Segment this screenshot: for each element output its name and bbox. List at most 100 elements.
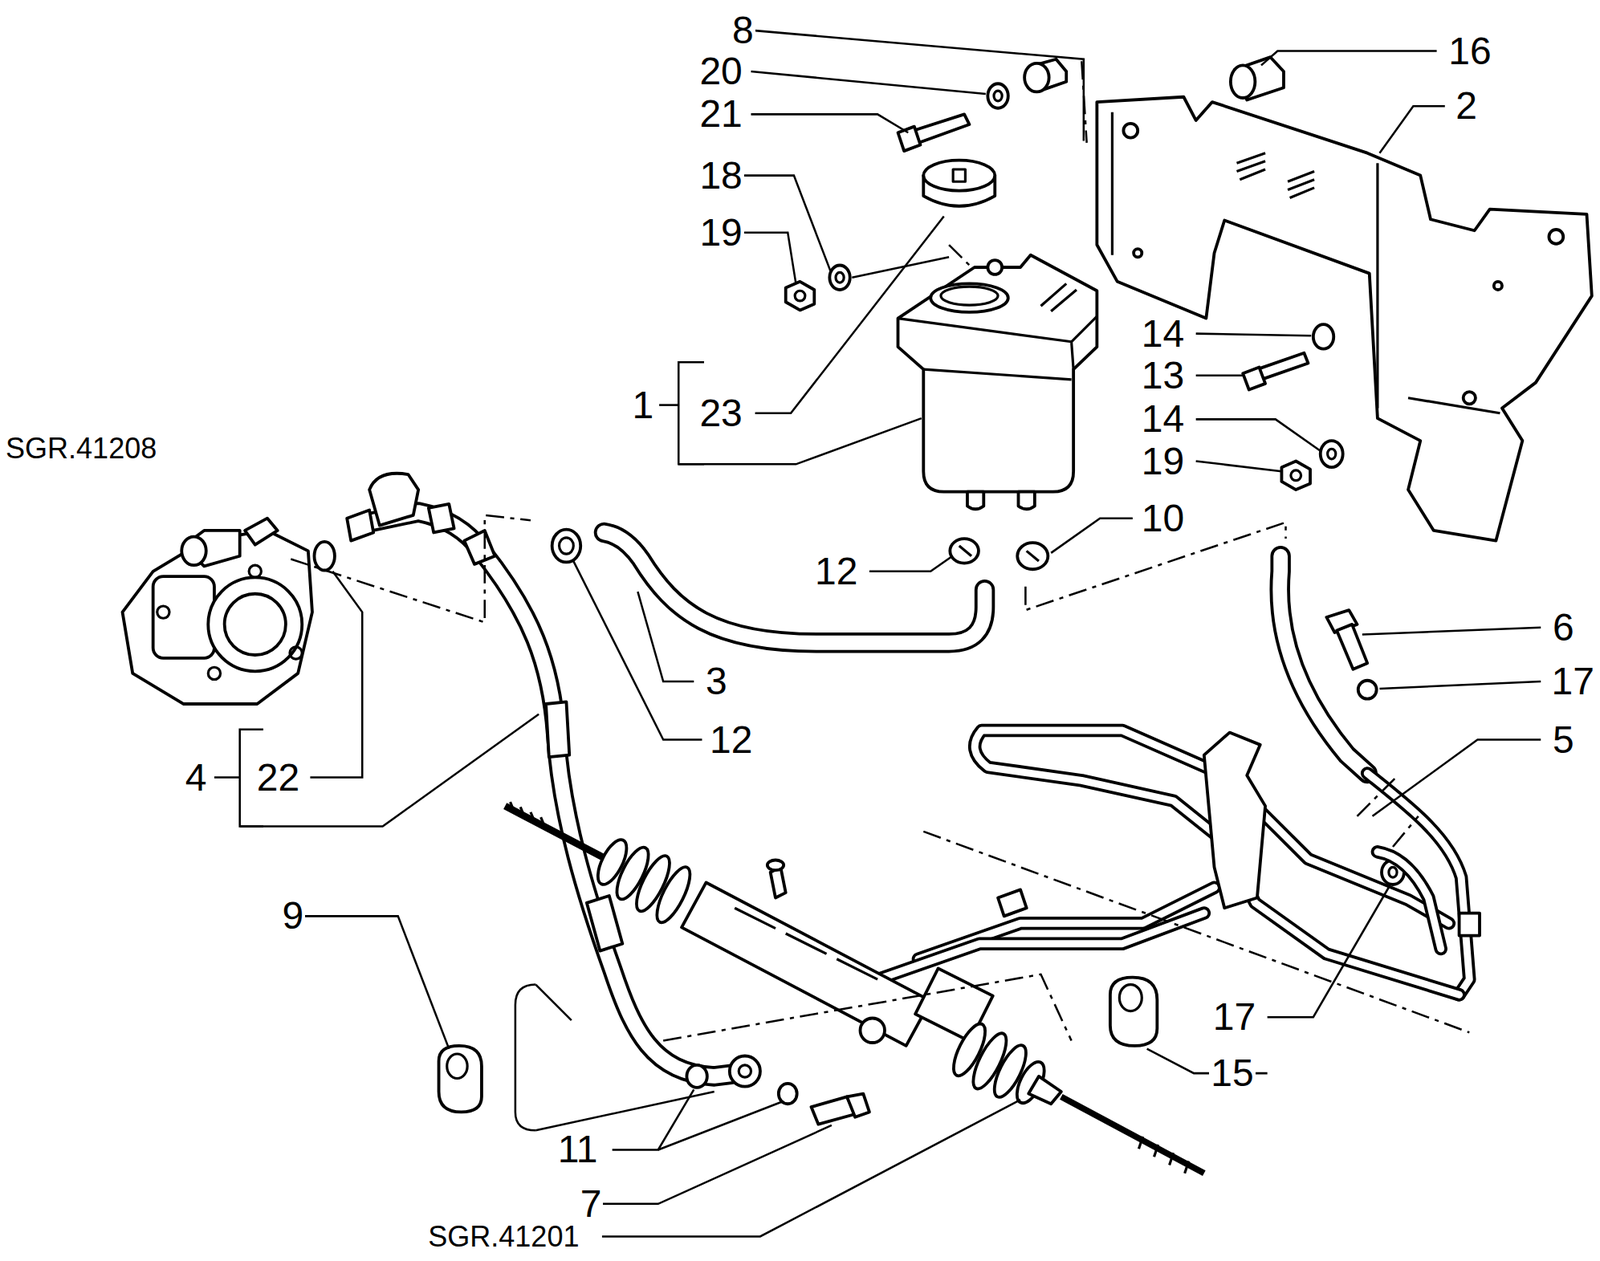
pressure-hose — [545, 701, 570, 758]
leader-line — [515, 985, 536, 1132]
fastener-hardware — [1242, 367, 1266, 391]
return-pipe-assembly — [1279, 556, 1368, 774]
mounting-bracket — [1096, 97, 1592, 542]
callout-number: 1 — [631, 386, 656, 425]
leader-line — [309, 571, 363, 778]
power-steering-pump — [207, 667, 220, 680]
mounting-bracket — [1237, 153, 1316, 199]
mounting-bracket — [1494, 281, 1503, 290]
callout-number: 6 — [1551, 608, 1576, 648]
pressure-hose — [729, 1056, 761, 1088]
fluid-reservoir — [940, 286, 998, 306]
callout-number: 16 — [1446, 32, 1493, 71]
fluid-reservoir — [898, 316, 1098, 380]
fluid-reservoir — [952, 169, 965, 182]
power-steering-pump — [313, 541, 334, 571]
callout-number: 2 — [1453, 86, 1479, 126]
leader-line — [1196, 419, 1321, 451]
fastener-hardware — [1388, 867, 1397, 878]
callout-number: 13 — [1139, 356, 1186, 395]
callout-number: 12 — [813, 552, 860, 591]
leader-line — [602, 1099, 1021, 1237]
callout-number: 4 — [183, 758, 209, 798]
fastener-hardware — [835, 272, 844, 283]
return-hose — [552, 529, 582, 563]
mounting-bracket — [1111, 112, 1500, 414]
assembly-line — [290, 61, 1470, 1041]
steering-rack — [767, 859, 784, 871]
fluid-reservoir — [987, 260, 1002, 275]
fastener-hardware — [794, 290, 806, 302]
leader-line — [598, 1125, 832, 1205]
return-pipe-assembly — [1459, 913, 1480, 937]
leader-line — [750, 71, 986, 94]
leader-line — [214, 30, 1541, 1237]
callout-number: 22 — [255, 758, 302, 798]
mounting-bracket — [1123, 123, 1138, 139]
steering-rack — [1028, 1076, 1062, 1104]
fastener-hardware — [829, 264, 850, 290]
fluid-reservoir — [898, 160, 1098, 510]
mounting-bracket — [1133, 248, 1142, 257]
fluid-reservoir — [930, 283, 1009, 313]
fastener-hardware — [1257, 353, 1309, 380]
fastener-hardware — [1290, 470, 1302, 481]
leader-line — [1379, 681, 1541, 689]
callout-number: 19 — [1139, 442, 1186, 481]
seal-ring — [1119, 985, 1142, 1012]
leader-line — [637, 591, 694, 682]
power-steering-pump — [248, 565, 261, 578]
fastener-hardware — [898, 126, 921, 152]
leader-line — [1196, 333, 1312, 337]
return-pipe-assembly — [974, 730, 1459, 995]
leader-line — [750, 113, 908, 133]
power-steering-pump — [157, 606, 170, 619]
fastener-hardware — [1320, 440, 1344, 468]
reference-code: SGR.41201 — [426, 1222, 581, 1252]
return-hose — [959, 545, 1039, 562]
assembly-line — [1356, 775, 1418, 847]
pressure-hose — [846, 1094, 870, 1118]
callout-number: 21 — [697, 94, 744, 134]
fastener-hardware — [987, 83, 1008, 109]
leader-line — [869, 557, 952, 572]
pressure-hose — [464, 530, 495, 565]
return-hose — [603, 532, 985, 643]
return-pipe-assembly — [1377, 851, 1442, 949]
fastener-hardware — [1313, 324, 1334, 350]
fluid-reservoir — [923, 160, 995, 192]
return-pipe-assembly — [877, 556, 1480, 996]
leader-line — [738, 175, 831, 272]
power-steering-pump — [244, 518, 278, 546]
fluid-reservoir — [898, 255, 1098, 493]
assembly-line — [290, 515, 531, 623]
steering-rack — [770, 867, 786, 898]
steering-rack — [504, 806, 612, 863]
leader-line — [304, 916, 449, 1049]
steering-rack — [681, 882, 931, 1046]
callout-number: 20 — [697, 52, 744, 91]
power-steering-pump — [207, 577, 302, 672]
leader-line — [1379, 105, 1445, 153]
leader-line — [1196, 374, 1243, 377]
callout-number: 5 — [1551, 720, 1576, 760]
callout-number: 17 — [1550, 662, 1596, 701]
seal-ring — [439, 1046, 482, 1113]
callout-number: 12 — [708, 720, 754, 760]
fastener-hardware — [1024, 63, 1050, 93]
callout-number: 17 — [1211, 997, 1258, 1037]
fluid-reservoir — [1018, 492, 1035, 510]
callout-number: 3 — [704, 662, 729, 701]
power-steering-pump — [224, 594, 286, 656]
reference-code: SGR.41208 — [4, 434, 159, 464]
power-steering-pump — [289, 647, 302, 660]
return-hose — [559, 537, 575, 554]
leader-line — [659, 403, 679, 407]
seal-ring — [439, 977, 1158, 1113]
leader-line — [535, 985, 714, 1132]
pressure-hose — [428, 504, 455, 534]
assembly-line — [923, 831, 1470, 1033]
leader-line — [1050, 518, 1133, 554]
